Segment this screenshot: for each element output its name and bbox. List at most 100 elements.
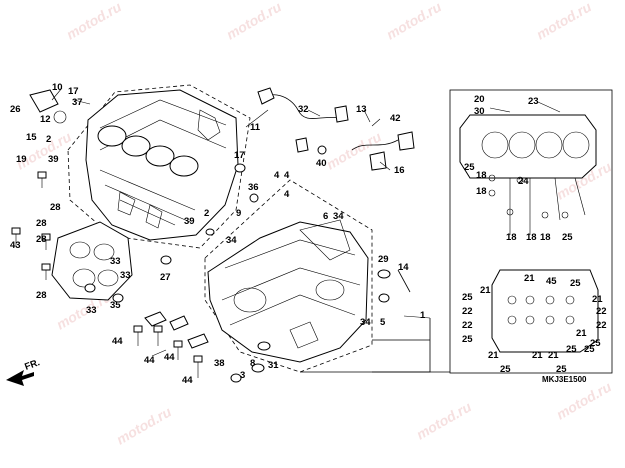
callout-label: 4 xyxy=(274,170,280,181)
cover-plate xyxy=(51,221,133,301)
callout-label: 36 xyxy=(248,182,259,193)
callout-label: 26 xyxy=(10,104,21,115)
callout-label: 44 xyxy=(182,375,193,386)
callout-label: 24 xyxy=(518,176,529,187)
callout-label: 18 xyxy=(506,232,517,243)
callout-label: 21 xyxy=(488,350,499,361)
watermark-text: motod.ru xyxy=(224,0,285,43)
callout-label: 45 xyxy=(546,276,557,287)
callout-label: 28 xyxy=(50,202,61,213)
callout-label: 18 xyxy=(526,232,537,243)
front-direction-arrow-icon xyxy=(6,370,34,386)
callout-label: 25 xyxy=(462,292,473,303)
callout-label: 34 xyxy=(360,317,371,328)
callout-label: 27 xyxy=(160,272,171,283)
callout-label: 42 xyxy=(390,113,401,124)
small-parts xyxy=(6,87,569,386)
callout-label: 14 xyxy=(398,262,409,273)
callout-label: 44 xyxy=(144,355,155,366)
callout-label: 25 xyxy=(500,364,511,375)
callout-label: 30 xyxy=(474,106,485,117)
callout-label: 17 xyxy=(68,86,79,97)
callout-label: 17 xyxy=(234,150,245,161)
callout-label: 37 xyxy=(72,97,83,108)
callout-label: 19 xyxy=(16,154,27,165)
callout-label: 5 xyxy=(380,317,386,328)
callout-label: 40 xyxy=(316,158,327,169)
callout-label: 25 xyxy=(584,344,595,355)
callout-label: 34 xyxy=(333,211,344,222)
callout-label: 6 xyxy=(323,211,328,222)
callout-label: 21 xyxy=(592,294,603,305)
watermark-text: motod.ru xyxy=(64,0,125,43)
callout-label: 44 xyxy=(164,352,175,363)
watermark-text: motod.ru xyxy=(114,403,175,447)
callout-label: 18 xyxy=(476,186,487,197)
direction-label: FR. xyxy=(23,357,41,373)
callout-label: 10 xyxy=(52,82,63,93)
callout-label: 25 xyxy=(462,334,473,345)
callout-label: 21 xyxy=(532,350,543,361)
callout-label: 43 xyxy=(10,240,21,251)
watermark-text: motod.ru xyxy=(14,128,75,172)
callout-label: 22 xyxy=(596,320,607,331)
callout-label: 21 xyxy=(576,328,587,339)
upper-crankcase xyxy=(67,84,251,249)
callout-label: 8 xyxy=(250,358,255,369)
callout-label: 28 xyxy=(36,234,47,245)
callout-label: 34 xyxy=(226,235,237,246)
callout-label: 21 xyxy=(524,273,535,284)
callout-label: 28 xyxy=(36,218,47,229)
callout-label: 23 xyxy=(528,96,539,107)
callout-label: 2 xyxy=(204,208,209,219)
callout-label: 25 xyxy=(556,364,567,375)
callout-label: 32 xyxy=(298,104,309,115)
callout-label: 25 xyxy=(566,344,577,355)
callout-label: 38 xyxy=(214,358,225,369)
callout-label: 1 xyxy=(420,310,426,321)
lower-crankcase xyxy=(204,179,373,373)
callout-label: 11 xyxy=(250,122,261,133)
callout-label: 22 xyxy=(462,320,473,331)
callout-label: 16 xyxy=(394,165,405,176)
callout-label: 20 xyxy=(474,94,485,105)
callout-label: 18 xyxy=(540,232,551,243)
watermark-text: motod.ru xyxy=(414,398,475,442)
callout-label: 33 xyxy=(86,305,97,316)
callout-label: 13 xyxy=(356,104,367,115)
callout-label: 9 xyxy=(236,208,241,219)
leader-lines xyxy=(51,87,561,319)
watermark-text: motod.ru xyxy=(554,378,615,422)
catalog-code: MKJ3E1500 xyxy=(542,375,587,384)
callout-label: 22 xyxy=(596,306,607,317)
callout-label: 4 xyxy=(284,189,290,200)
callout-label: 31 xyxy=(268,360,279,371)
crankcase-set-inset xyxy=(449,89,613,374)
callout-label: 25 xyxy=(464,162,475,173)
callout-label: 25 xyxy=(570,278,581,289)
callout-label: 18 xyxy=(476,170,487,181)
callout-label: 44 xyxy=(112,336,123,347)
callout-label: 35 xyxy=(110,300,121,311)
callout-label: 33 xyxy=(110,256,121,267)
callout-label: 2 xyxy=(46,134,51,145)
watermark-text: motod.ru xyxy=(384,0,445,43)
callout-label: 25 xyxy=(590,338,601,349)
callout-label: 4 xyxy=(284,170,290,181)
watermark-text: motod.ru xyxy=(534,0,595,43)
callout-label: 39 xyxy=(48,154,59,165)
callout-label: 3 xyxy=(240,370,245,381)
callout-label: 22 xyxy=(462,306,473,317)
callout-label: 29 xyxy=(378,254,389,265)
callout-label: 25 xyxy=(562,232,573,243)
callout-label: 21 xyxy=(548,350,559,361)
callout-label: 39 xyxy=(184,216,195,227)
callout-label: 33 xyxy=(120,270,131,281)
callout-label: 28 xyxy=(36,290,47,301)
callout-label: 15 xyxy=(26,132,37,143)
callout-labels: 1 2 2 3 4 4 4 5 6 8 9 10 11 12 13 14 15 … xyxy=(10,82,607,386)
callout-label: 21 xyxy=(480,285,491,296)
callout-label: 12 xyxy=(40,114,51,125)
